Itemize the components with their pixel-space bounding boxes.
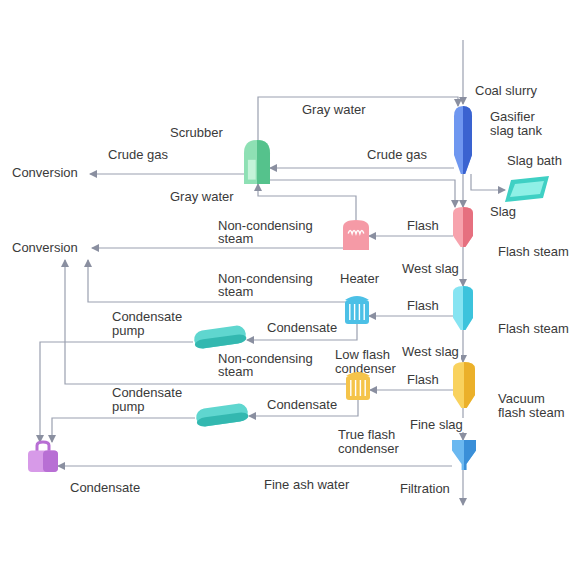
equipment-node: Gasifier slag tank — [454, 106, 472, 174]
flow-line — [462, 330, 463, 362]
flow-line — [462, 174, 463, 207]
flow-label: Fine ash water — [262, 478, 351, 492]
coal-slurry-line — [462, 40, 463, 104]
equipment-label: Heater — [340, 272, 379, 286]
equipment-node: Flash steam — [453, 207, 473, 247]
flow-line — [369, 235, 453, 236]
condensate-tank-icon — [28, 442, 58, 472]
equipment-node: True flash condenser — [346, 372, 370, 400]
flow-line — [258, 97, 458, 140]
condenser-icon — [345, 296, 369, 324]
flow-line — [370, 389, 453, 390]
equipment-node: Condensate — [28, 442, 58, 472]
equipment-label: True flash condenser — [338, 428, 408, 456]
equipment-label: Filtration — [400, 482, 450, 496]
stream-label: Conversion — [12, 166, 78, 179]
flow-line — [52, 418, 195, 442]
stream-label: Non-condensing steam — [218, 219, 323, 245]
flow-label: Flash — [405, 299, 441, 313]
stream-label: Non-condensing steam — [218, 272, 323, 298]
flow-label: West slag — [400, 345, 461, 359]
stream-label: Conversion — [12, 241, 78, 254]
equipment-label: Flash steam — [498, 245, 569, 259]
equipment-node: Filtration — [452, 440, 476, 470]
flow-line — [270, 180, 455, 207]
flow-label: Crude gas — [365, 148, 429, 162]
equipment-node: Low flash condenser — [345, 296, 369, 324]
equipment-label: Slag bath — [507, 154, 562, 168]
flow-label: Flash — [405, 219, 441, 233]
flow-label: Gray water — [300, 103, 368, 117]
equipment-node: Flash steam — [453, 286, 473, 330]
flow-label: Flash — [405, 373, 441, 387]
stream-label: Crude gas — [108, 148, 168, 161]
flash-tank-icon — [453, 207, 473, 247]
equipment-node: Slag bath — [505, 176, 549, 202]
flow-label: Condensate — [265, 398, 339, 412]
pump-icon — [195, 404, 249, 426]
flow-line — [58, 465, 452, 466]
filter-icon — [452, 440, 476, 470]
flow-label: Fine slag — [408, 418, 465, 432]
steam-line — [88, 260, 345, 302]
equipment-label: Low flash condenser — [335, 348, 399, 376]
equipment-node: Condensate pump — [193, 326, 247, 348]
equipment-node: Scrubber — [244, 140, 270, 184]
flow-label: Gray water — [168, 190, 236, 204]
condenser-icon — [346, 372, 370, 400]
flow-label: Condensate — [265, 321, 339, 335]
steam-lines — [65, 40, 463, 505]
equipment-node: Heater — [343, 220, 369, 250]
filtrate-line — [462, 470, 463, 505]
gasifier-icon — [454, 106, 472, 174]
equipment-label: Vacuum flash steam — [498, 392, 572, 420]
scrubber-icon — [244, 140, 270, 184]
flow-line — [258, 184, 356, 220]
stream-label: Coal slurry — [475, 84, 537, 97]
equipment-node: Vacuum flash steam — [453, 362, 475, 408]
slag-bath-icon — [505, 176, 549, 202]
equipment-label: Condensate — [70, 481, 140, 495]
flow-line — [270, 167, 454, 168]
equipment-label: Flash steam — [498, 322, 569, 336]
flash-tank-icon — [453, 286, 473, 330]
equipment-label: Condensate pump — [112, 386, 192, 414]
flow-line — [471, 174, 505, 190]
heater-icon — [343, 220, 369, 250]
flow-line — [40, 342, 193, 442]
crude-gas-line — [90, 173, 244, 174]
flow-line — [462, 247, 463, 286]
pump-icon — [193, 326, 247, 348]
equipment-label: Scrubber — [170, 126, 223, 140]
flow-line — [369, 315, 453, 316]
equipment-label: Gasifier slag tank — [490, 110, 554, 138]
stream-label: Non-condensing steam — [218, 352, 323, 378]
flow-label: West slag — [400, 262, 461, 276]
flow-label: Slag — [488, 205, 518, 219]
equipment-node: Condensate pump — [195, 404, 249, 426]
steam-line — [65, 260, 346, 384]
steam-line — [92, 247, 343, 248]
equipment-label: Condensate pump — [112, 310, 192, 338]
flash-tank-icon — [453, 362, 475, 408]
